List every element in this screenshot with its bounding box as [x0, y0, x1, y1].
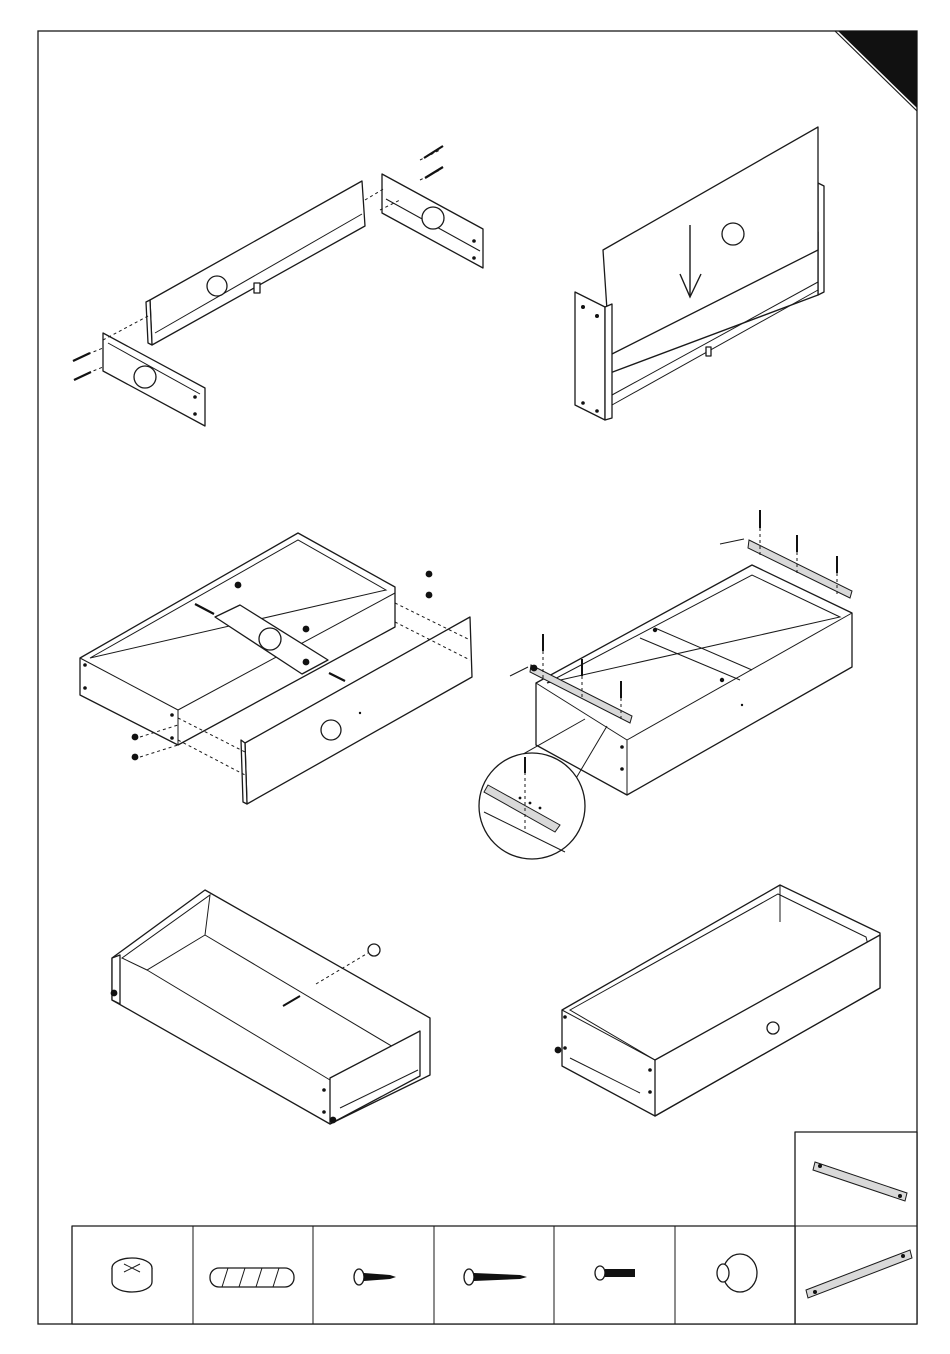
step-1-frame-assembly	[73, 146, 483, 426]
step-5-knob	[111, 890, 430, 1124]
step-3-front-and-rail	[80, 533, 472, 804]
wooden-dowel-icon	[210, 1268, 294, 1287]
step-6-finished-drawer	[555, 885, 880, 1116]
step-2-bottom-panel	[575, 127, 824, 420]
hardware-parts-table	[72, 1132, 917, 1324]
step-4-slides	[479, 510, 852, 859]
cam-lock-icon	[112, 1258, 152, 1292]
corner-tab	[835, 31, 917, 111]
